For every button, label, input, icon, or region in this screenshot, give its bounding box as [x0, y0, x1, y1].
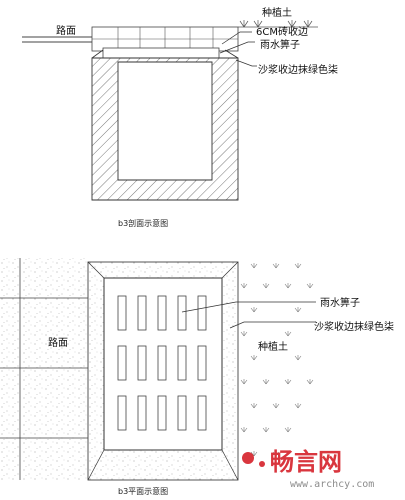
plan-mortar-edge-label: 沙浆收边抹绿色柒	[314, 320, 394, 333]
grate-section	[102, 47, 220, 59]
plan-view: 路面 雨水箅子 沙浆收边抹绿色柒 种植土 b3平面示意图	[0, 258, 394, 496]
watermark-brand: 畅言网	[270, 448, 342, 476]
section-caption: b3剖面示意图	[118, 218, 168, 228]
plan-grate-label: 雨水箅子	[320, 296, 360, 309]
section-mortar-edge-label: 沙浆收边抹绿色柒	[258, 63, 338, 76]
grate-slots	[117, 295, 207, 431]
watermark: 畅言网 www.archcy.com	[242, 448, 374, 490]
section-grate-label: 雨水箅子	[260, 38, 300, 51]
plan-road-label: 路面	[48, 336, 68, 349]
planting-area-symbols	[240, 263, 314, 457]
section-road-label: 路面	[56, 24, 76, 37]
paving-field	[0, 258, 88, 480]
brick-joints	[92, 27, 238, 51]
section-planting-soil-label: 种植土	[262, 6, 292, 19]
pit-wall	[91, 57, 239, 201]
section-view: 路面 种植土 6CM砖收边 雨水箅子 沙浆收边抹绿色柒 b3剖面示意图	[22, 6, 338, 228]
plan-leader-lines	[181, 301, 316, 329]
plan-caption: b3平面示意图	[118, 486, 168, 496]
section-brick-edge-label: 6CM砖收边	[256, 25, 308, 38]
plan-planting-soil-label: 种植土	[258, 340, 288, 353]
leader-lines	[219, 31, 257, 67]
paving-grid	[0, 258, 88, 480]
watermark-logo-icon	[242, 452, 265, 467]
frame-miters	[87, 261, 239, 481]
watermark-url: www.archcy.com	[290, 479, 374, 490]
grass-symbols	[239, 20, 313, 28]
